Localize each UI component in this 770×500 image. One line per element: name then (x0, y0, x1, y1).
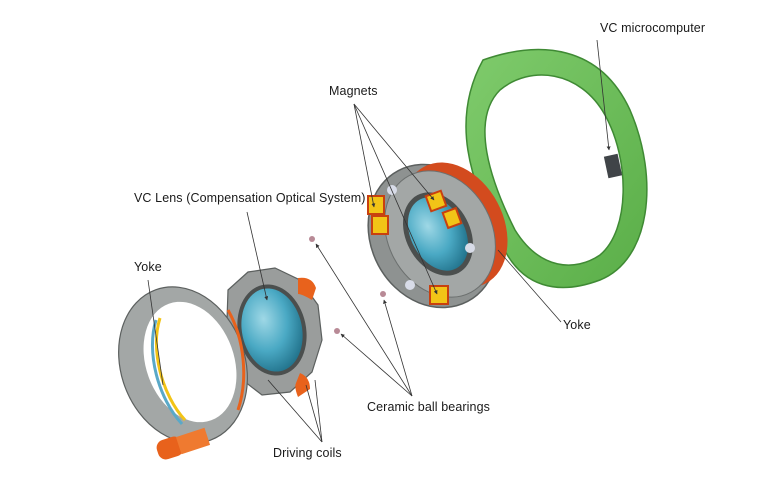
label-yoke-left: Yoke (134, 260, 162, 274)
ceramic-ball-bearing (334, 328, 340, 334)
leader-vc-lens (246, 211, 269, 301)
vc-lens-element (241, 288, 303, 372)
leader-coil-2 (314, 379, 323, 443)
vc-lens-holder (225, 267, 323, 397)
leader-vc-microcomputer (596, 39, 611, 151)
drive-motor (156, 436, 184, 460)
pcb-ring (465, 48, 648, 289)
leader-bearing-1 (315, 243, 413, 397)
leader-coil-3 (305, 384, 323, 443)
leader-yoke-left (147, 279, 164, 386)
leader-coil-1 (267, 379, 323, 443)
leader-bearing-2 (383, 299, 413, 397)
front-yoke-ring (118, 286, 248, 460)
label-driving-coils: Driving coils (273, 446, 342, 460)
leader-magnet-3 (353, 103, 438, 295)
ceramic-ball-bearings (309, 236, 386, 334)
label-vc-microcomputer: VC microcomputer (600, 21, 706, 35)
label-ceramic-ball-bearings: Ceramic ball bearings (367, 400, 490, 414)
label-yoke-right: Yoke (563, 318, 591, 332)
magnet-assembly (367, 162, 508, 309)
ceramic-ball-bearing (380, 291, 386, 297)
ceramic-ball-bearing (309, 236, 315, 242)
vc-microcomputer-chip (603, 153, 623, 179)
leader-yoke-right (497, 249, 562, 323)
leader-magnet-2 (353, 103, 435, 201)
leader-lines (147, 39, 611, 443)
leader-magnet-1 (353, 103, 376, 208)
leader-bearing-3 (340, 333, 413, 397)
label-vc-lens: VC Lens (Compensation Optical System) (134, 191, 366, 205)
label-magnets: Magnets (329, 84, 378, 98)
